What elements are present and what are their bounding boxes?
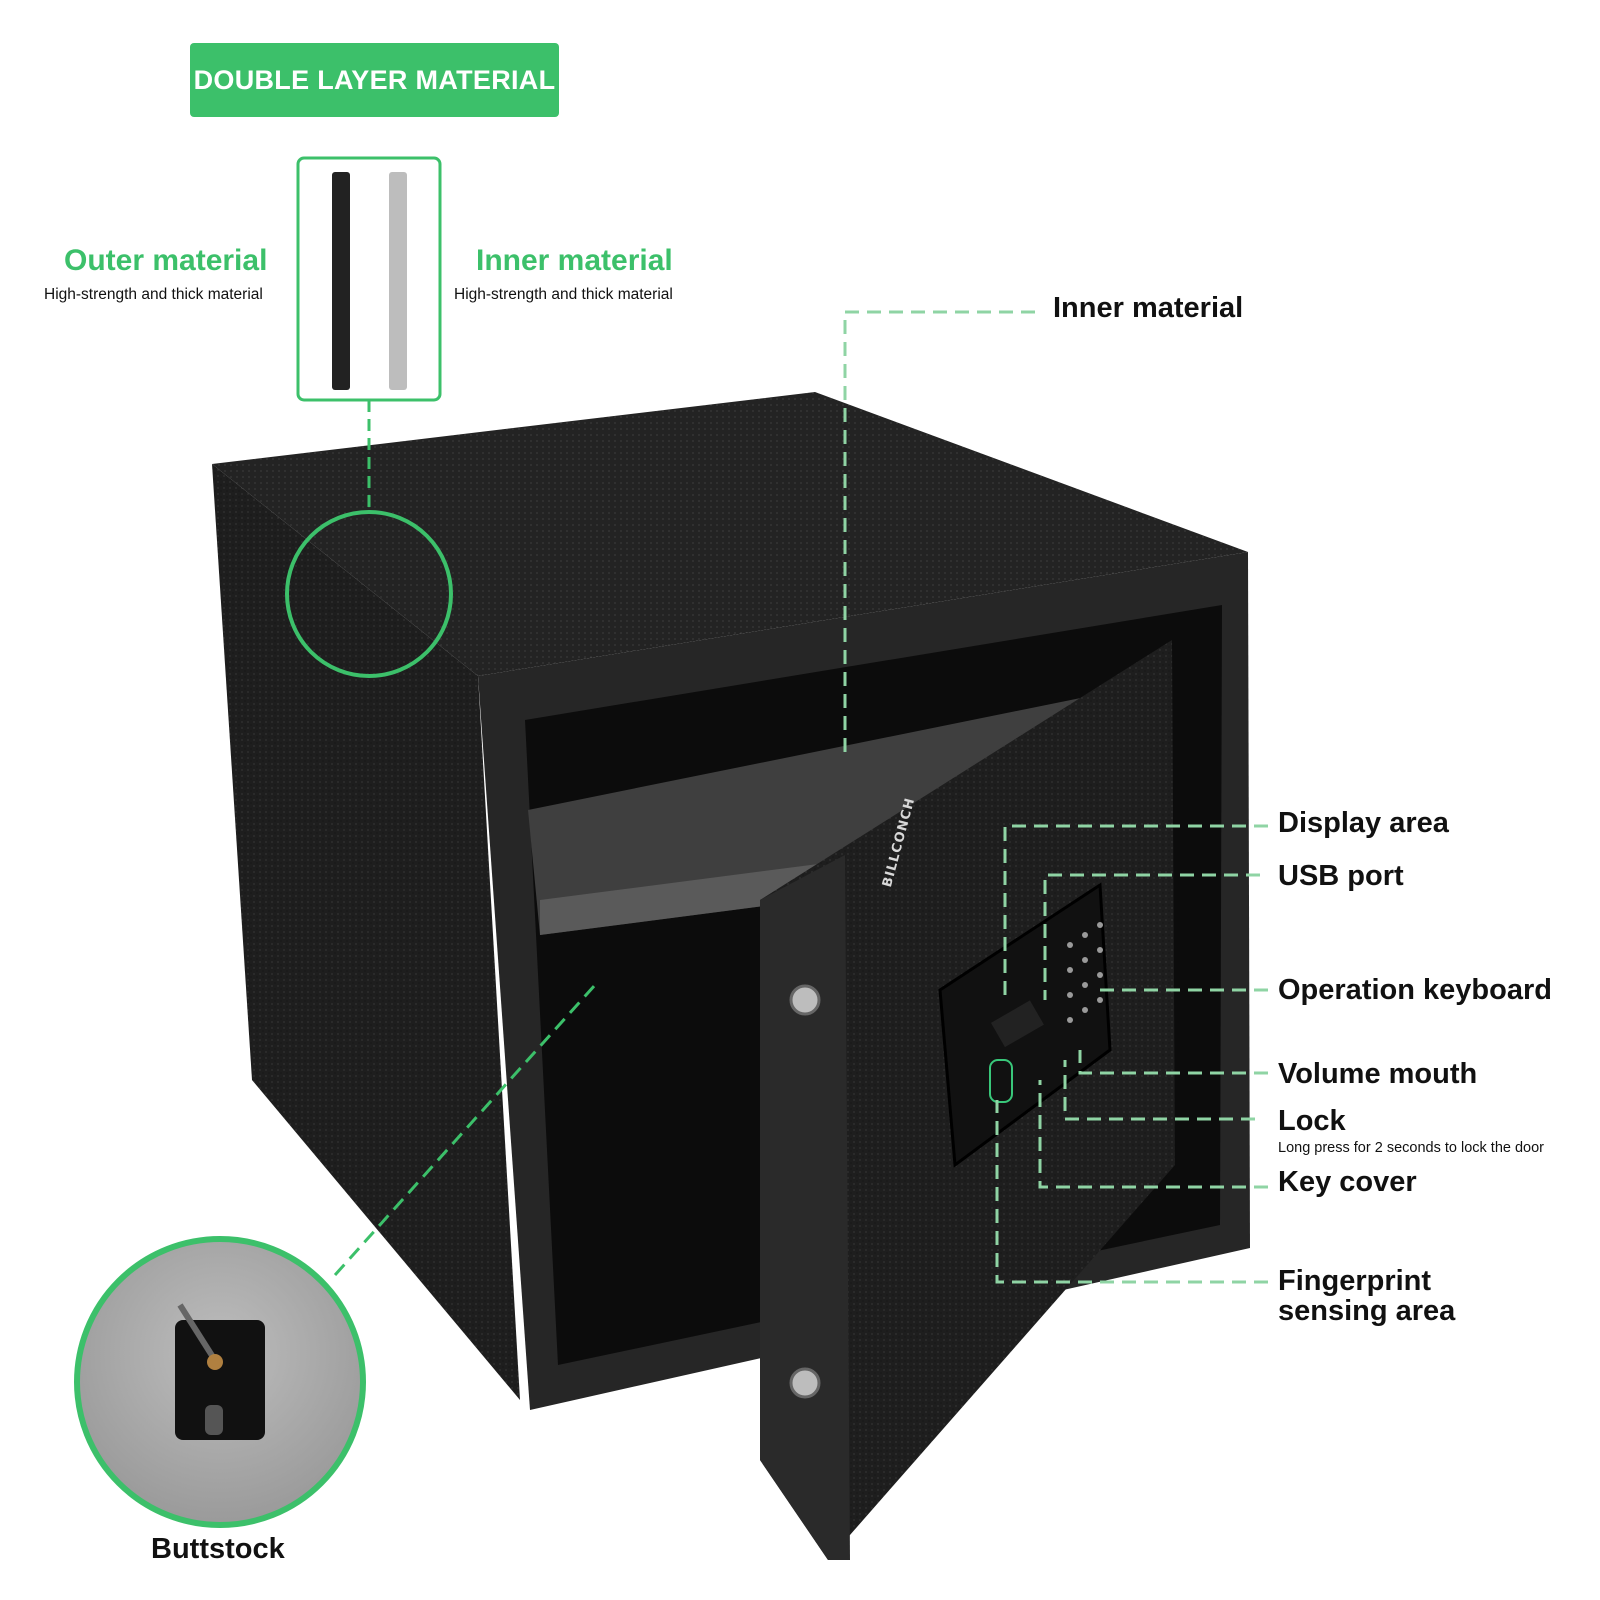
safe-door-edge	[760, 855, 850, 1560]
safe-left-face	[212, 464, 520, 1400]
outer-material-strip	[332, 172, 350, 390]
safe-top-face	[212, 392, 1248, 676]
inner-material-strip	[389, 172, 407, 390]
callout-volume-mouth: Volume mouth	[1278, 1058, 1478, 1090]
callout-operation-keyboard: Operation keyboard	[1278, 974, 1552, 1006]
callout-fingerprint-line2: sensing area	[1278, 1295, 1456, 1327]
callout-display-area: Display area	[1278, 807, 1449, 839]
inner-material-title: Inner material	[476, 244, 673, 277]
callout-key-cover: Key cover	[1278, 1166, 1417, 1198]
callout-buttstock: Buttstock	[151, 1533, 285, 1565]
callout-fingerprint-line1: Fingerprint	[1278, 1265, 1432, 1297]
callout-usb-port: USB port	[1278, 860, 1404, 892]
outer-material-desc: High-strength and thick material	[44, 286, 263, 303]
outer-material-title: Outer material	[64, 244, 268, 277]
callout-inner-material: Inner material	[1053, 292, 1244, 324]
callout-lock: Lock	[1278, 1105, 1346, 1137]
inner-material-desc: High-strength and thick material	[454, 286, 673, 303]
callout-lines	[843, 310, 1268, 1284]
double-layer-badge: DOUBLE LAYER MATERIAL	[190, 43, 559, 117]
material-sample-box	[296, 156, 442, 402]
material-zoom-circle	[285, 510, 453, 678]
callout-lock-note: Long press for 2 seconds to lock the doo…	[1278, 1140, 1544, 1156]
